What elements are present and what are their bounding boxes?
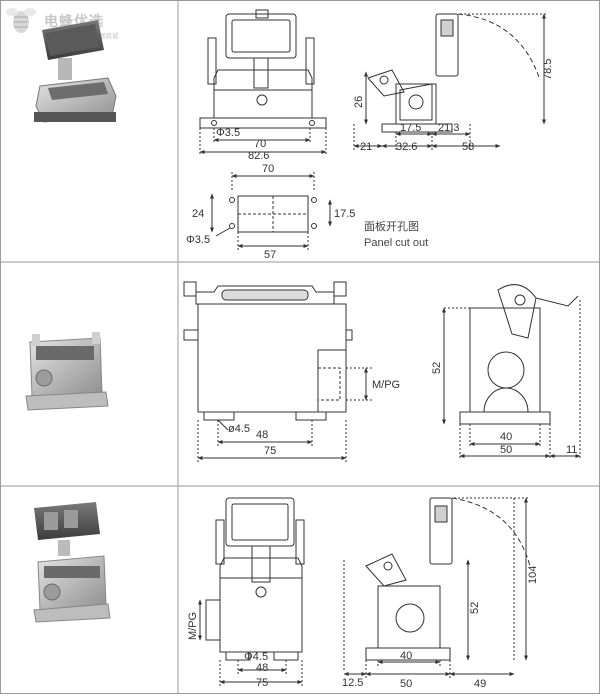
row1-panel-cutout xyxy=(210,172,332,250)
row2-side-right-dim: 11 xyxy=(566,444,577,456)
product-photo-1 xyxy=(34,20,117,123)
bee-icon xyxy=(6,8,36,33)
row2-front-thread-dim: M/PG xyxy=(372,379,400,391)
row2-front-inner-dim: 48 xyxy=(256,429,268,441)
row1-side-e-dim: 58 xyxy=(462,141,474,153)
row3-front-thread-dim: M/PG xyxy=(187,612,199,640)
watermark-tagline: 连接器商城 xyxy=(86,31,119,40)
row2-side-overall-dim: 50 xyxy=(500,444,512,456)
row2-side-height-dim: 52 xyxy=(431,362,443,374)
product-photo-3 xyxy=(33,502,111,623)
row3-front-hole-dim: Φ4.5 xyxy=(244,651,268,663)
row1-cutout-left-dim: 24 xyxy=(192,208,204,220)
row1-cutout-top-dim: 70 xyxy=(262,163,274,175)
cutout-caption-cn: 面板开孔图 xyxy=(364,219,419,233)
row3-side-right-dim: 49 xyxy=(474,678,486,690)
row1-side-c-dim: 21 xyxy=(360,141,372,153)
row1-front-hole-dim: Φ3.5 xyxy=(216,127,240,139)
row3-side-overall-dim: 50 xyxy=(400,678,412,690)
row2-side-view xyxy=(442,284,581,460)
row2-front-overall-dim: 75 xyxy=(264,445,276,457)
row1-cutout-right-dim: 17.5 xyxy=(334,208,355,220)
row2-side-base-dim: 40 xyxy=(500,431,512,443)
row1-front-overall-dim: 82.6 xyxy=(248,150,269,162)
row1-cutout-hole-dim: Φ3.5 xyxy=(186,234,210,246)
row1-front-width-dim: 70 xyxy=(254,138,266,150)
row1-cutout-bottom-dim: 57 xyxy=(264,249,276,261)
product-photo-2 xyxy=(25,332,109,411)
row3-front-inner-dim: 48 xyxy=(256,662,268,674)
row1-side-view xyxy=(353,13,548,150)
row3-front-view xyxy=(198,497,305,686)
row3-side-left-dim: 12.5 xyxy=(342,677,363,689)
row3-side-mid-dim: 52 xyxy=(469,602,481,614)
row1-side-b-dim: 21.3 xyxy=(438,122,459,134)
row1-side-d-dim: 32.6 xyxy=(396,141,417,153)
row1-side-lever-dim: 26 xyxy=(353,96,365,108)
row1-side-a-dim: 17.5 xyxy=(400,122,421,134)
row3-side-base-dim: 40 xyxy=(400,650,412,662)
row2-front-view xyxy=(183,281,372,462)
row3-side-height-dim: 104 xyxy=(527,566,539,584)
cutout-caption-en: Panel cut out xyxy=(364,237,428,249)
row2-front-hole-dim: ø4.5 xyxy=(228,423,250,435)
row1-side-height-dim: 78.5 xyxy=(542,59,554,80)
row3-side-view xyxy=(343,497,531,678)
row1-front-view xyxy=(199,9,327,156)
row3-front-overall-dim: 75 xyxy=(256,677,268,689)
